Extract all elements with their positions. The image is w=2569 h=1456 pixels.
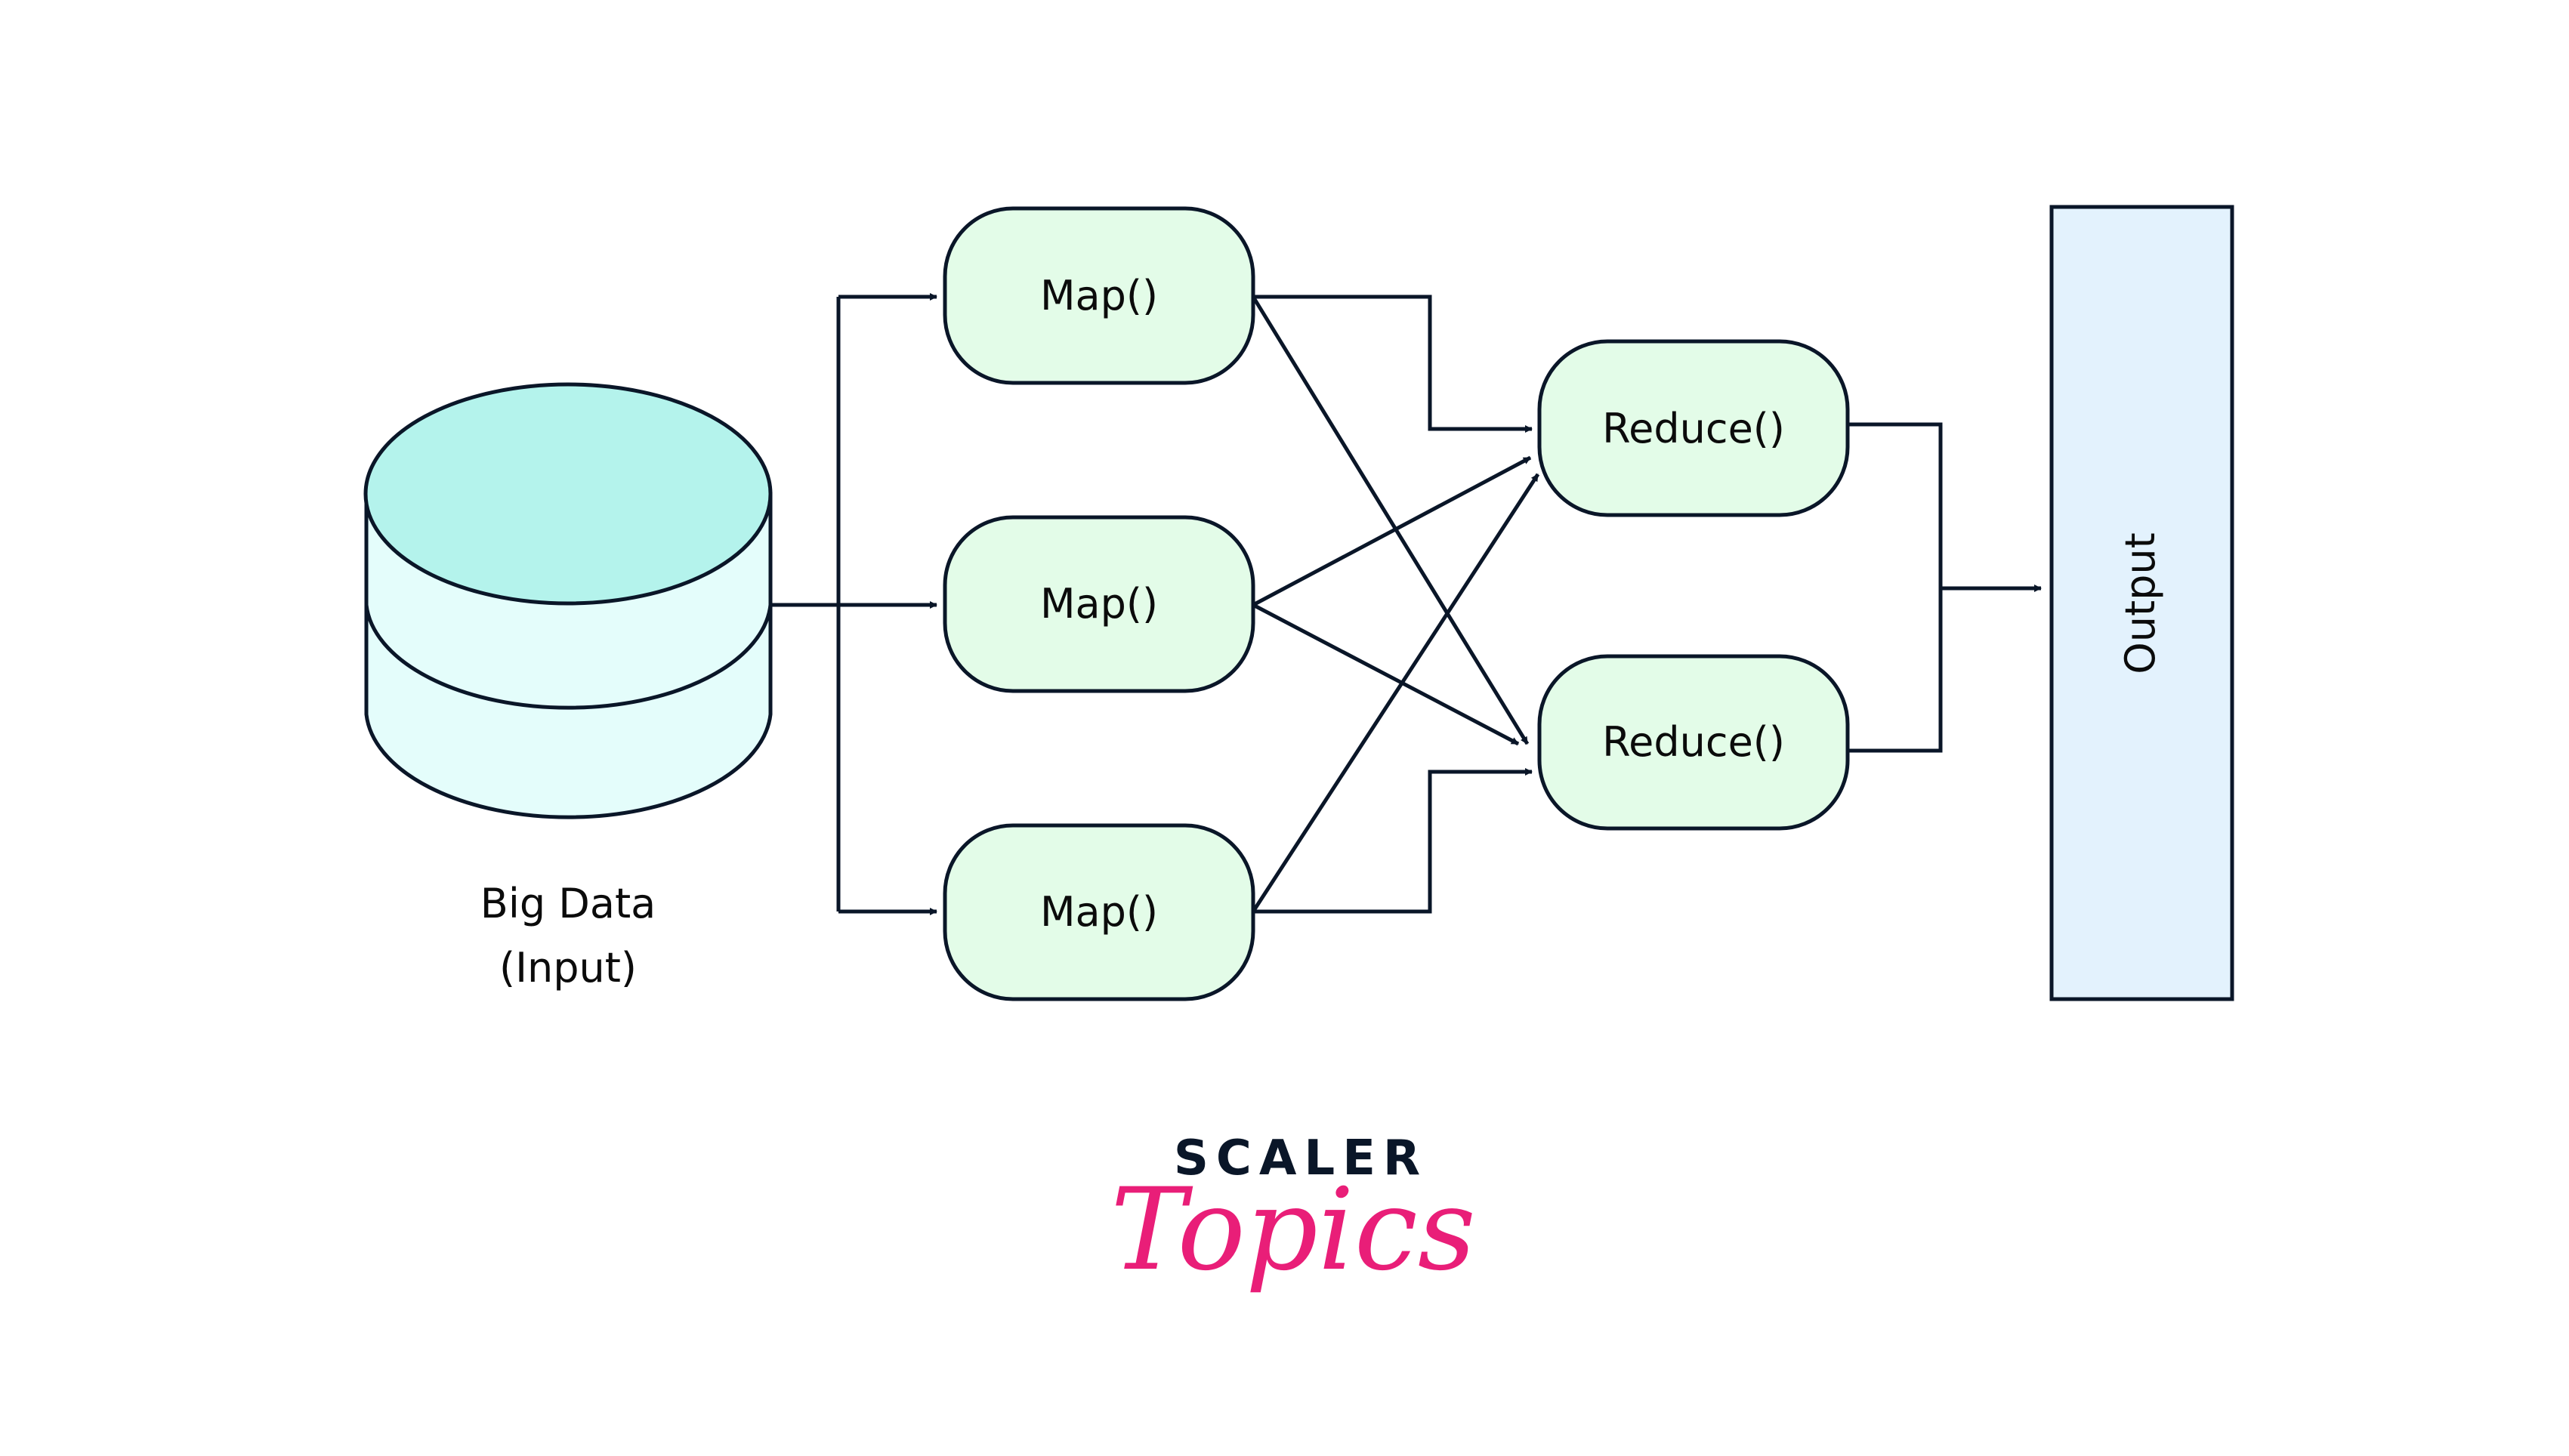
input-connectors [770,293,937,915]
map-node-2: Map() [943,515,1255,693]
shuffle-connectors [1251,295,1540,914]
map-label: Map() [1040,580,1158,628]
input-label-line1: Big Data [480,880,656,927]
reduce-node-2: Reduce() [1537,654,1850,831]
map-node-1: Map() [943,206,1255,385]
output-node: Output [2049,205,2234,1001]
map-label: Map() [1040,888,1158,936]
logo-topics: Topics [1110,1164,1476,1296]
output-label: Output [2117,532,2164,674]
map-label: Map() [1040,272,1158,319]
scaler-topics-logo: SCALER Topics [1110,1131,1476,1296]
map-node-3: Map() [943,823,1255,1001]
reduce-label: Reduce() [1602,405,1785,452]
reduce-node-1: Reduce() [1537,339,1850,517]
cylinder-top [363,382,773,606]
reduce-label: Reduce() [1602,718,1785,766]
output-connectors [1848,422,2042,753]
input-label-line2: (Input) [499,944,637,992]
big-data-cylinder [363,382,773,819]
logo-scaler: SCALER [1174,1131,1428,1186]
